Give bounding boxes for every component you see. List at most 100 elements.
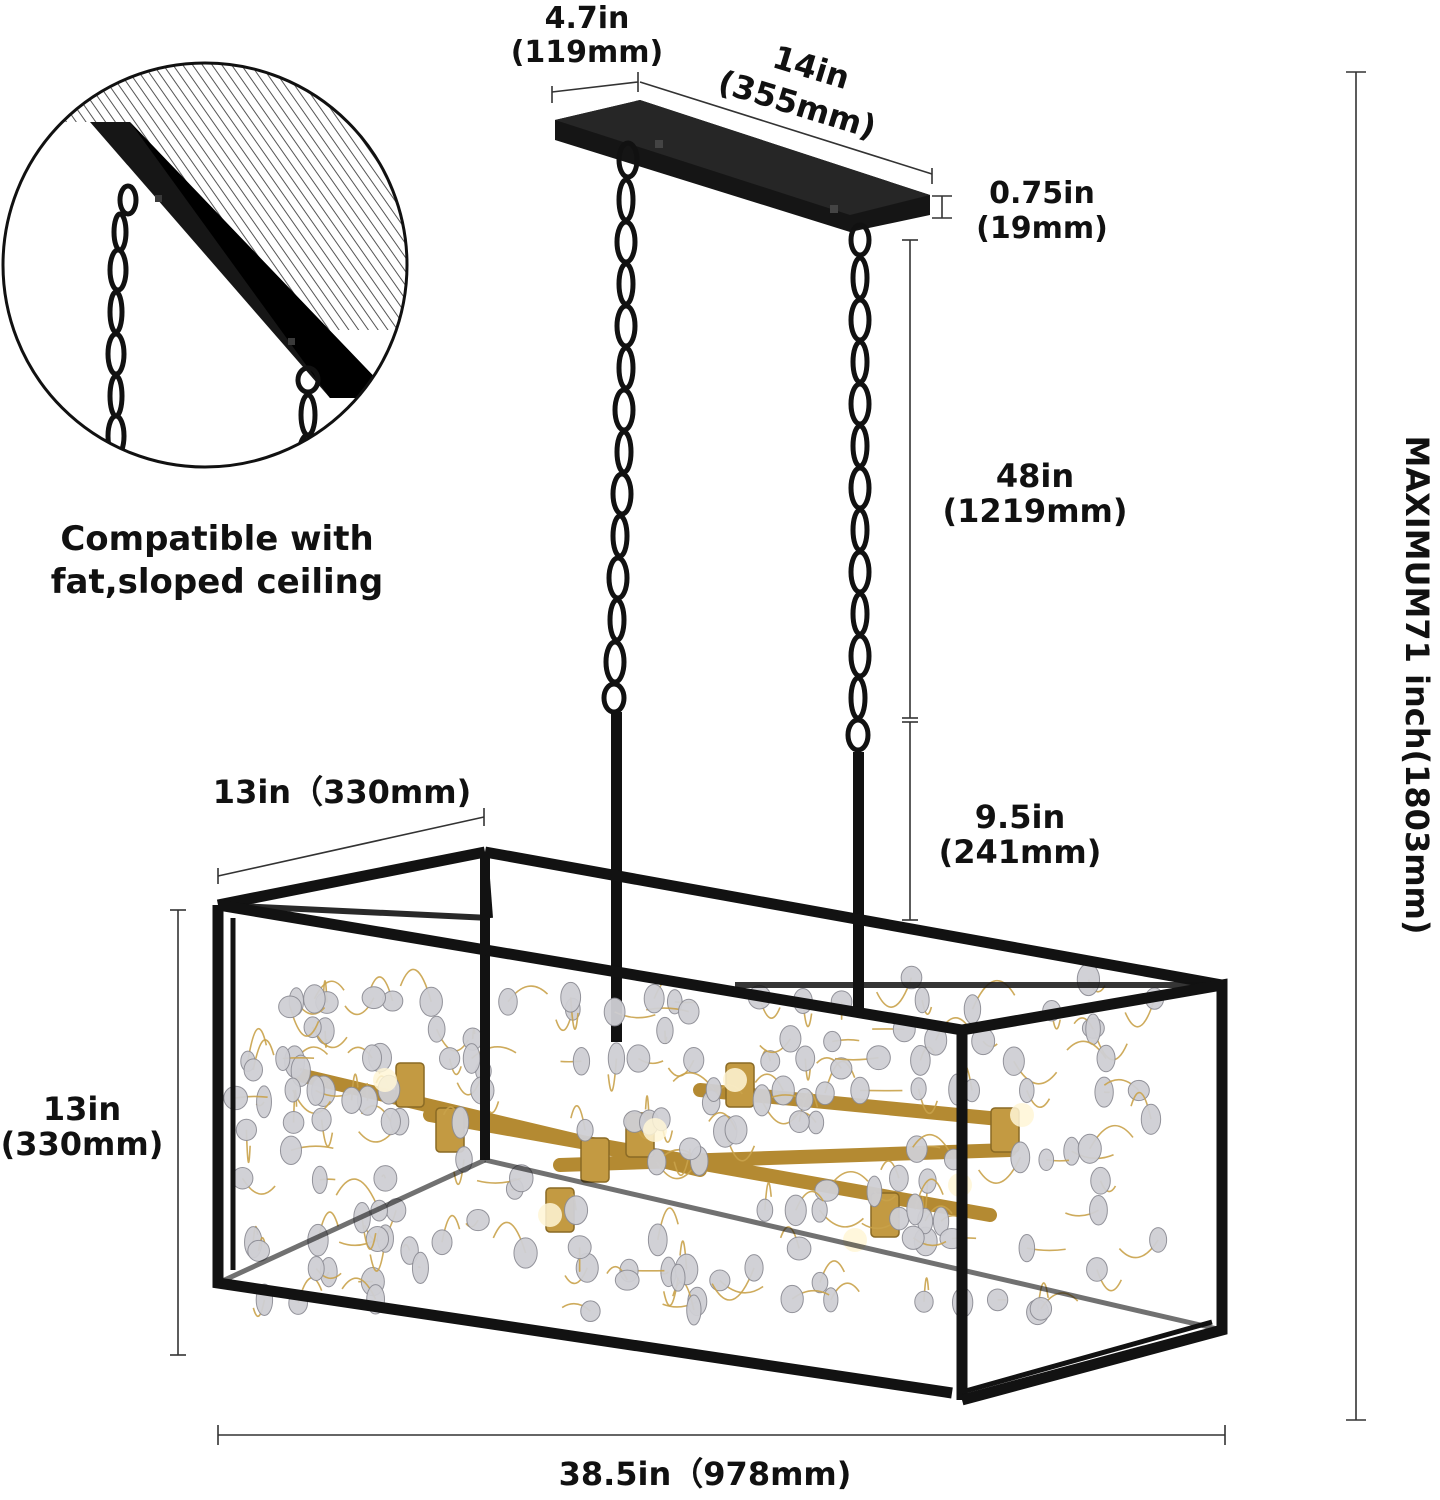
chain-length-mm-label: (1219mm) <box>943 492 1128 530</box>
crystal-drop <box>811 1271 829 1294</box>
candle-socket <box>580 1137 610 1183</box>
crystal-drop <box>678 998 700 1025</box>
crystal-drop <box>1094 1076 1114 1108</box>
crystal-drop <box>823 1030 842 1053</box>
crystal-drop <box>795 1087 814 1111</box>
light-bulb <box>373 1068 397 1092</box>
crystal-drop <box>1085 1013 1101 1046</box>
crystal-drop <box>303 984 326 1014</box>
light-bulb <box>643 1118 667 1142</box>
crystal-drop <box>560 981 582 1013</box>
crystal-drop <box>814 1179 840 1202</box>
crystal-drop <box>362 1044 383 1072</box>
light-bulb <box>723 1068 747 1092</box>
crystal-drop <box>889 1206 910 1231</box>
crystal-drop <box>284 1077 302 1103</box>
crystal-drop <box>807 1110 825 1135</box>
crystal-drop <box>771 1075 795 1106</box>
crystal-drop <box>380 1107 401 1136</box>
crystal-drop <box>1127 1079 1150 1102</box>
crystal-drop <box>311 1165 328 1194</box>
crystal-drop <box>1076 963 1101 997</box>
crystal-drop <box>678 1137 702 1161</box>
crystal-drop <box>786 1236 812 1261</box>
crystal-drop <box>914 986 930 1014</box>
crystal-drop <box>784 1194 807 1227</box>
crystal-drop <box>756 1198 774 1222</box>
crystal-drop <box>901 1225 925 1250</box>
crystal-drop <box>709 1269 731 1292</box>
crystal-drop <box>361 986 387 1010</box>
length-label: 38.5in（978mm) <box>559 1455 852 1493</box>
base-width-mm-label: (119mm) <box>511 35 664 70</box>
crystal-drop <box>365 1225 390 1253</box>
crystal-drop <box>788 1110 810 1134</box>
crystal-drop <box>431 1229 453 1256</box>
crystal-drop <box>513 1237 538 1269</box>
crystal-drop <box>626 1044 651 1073</box>
crystal-drop <box>303 1016 322 1039</box>
brass-branch <box>335 1178 380 1211</box>
height-mm-label: (330mm) <box>1 1125 164 1163</box>
rectangular-frame <box>212 846 1228 1406</box>
crystal-drop <box>647 1148 667 1176</box>
crystal-drop <box>235 1118 257 1141</box>
crystal-drop <box>311 1107 332 1132</box>
crystal-drop <box>341 1086 362 1114</box>
crystal-drop <box>780 1284 804 1314</box>
crystal-drop <box>910 1077 927 1101</box>
crystal-drop <box>752 1084 772 1117</box>
crystal-drop <box>1029 1296 1053 1321</box>
rod-length-mm-label: (241mm) <box>939 833 1102 871</box>
crystal-drop <box>724 1115 748 1145</box>
sloped-ceiling-inset <box>1 61 409 469</box>
crystal-drop <box>1038 1148 1055 1172</box>
crystal-drop <box>567 1235 592 1260</box>
crystal-drop <box>830 1057 853 1080</box>
crystal-drop <box>1019 1077 1035 1104</box>
crystal-drop <box>1002 1046 1025 1076</box>
crystal-drop <box>564 1195 589 1226</box>
crystal-drop <box>1086 1257 1108 1282</box>
crystal-drop <box>427 1015 446 1043</box>
crystal-drop <box>1090 1166 1111 1195</box>
crystal-drop <box>683 1047 705 1074</box>
crystal-drop <box>760 1050 781 1073</box>
crystal-drop <box>607 1042 626 1075</box>
crystal-drop <box>647 1223 668 1257</box>
base-width-inch-label: 4.7in <box>545 1 630 36</box>
crystal-drop <box>1077 1133 1102 1164</box>
crystal-drop <box>603 997 626 1027</box>
crystal-drop <box>1018 1234 1036 1263</box>
candle-socket <box>395 1062 425 1108</box>
crystal-drop <box>223 1085 249 1111</box>
chain-right <box>845 222 872 753</box>
crystal-drop <box>850 1076 870 1105</box>
crystal-drop <box>1096 1044 1116 1073</box>
crystal-drop <box>643 983 665 1014</box>
chain-length-inch-label: 48in <box>996 457 1074 495</box>
crystal-drop <box>906 1193 924 1226</box>
crystal-drop <box>795 1045 816 1072</box>
crystal-drop <box>466 1209 490 1232</box>
crystal-drop <box>670 1263 686 1292</box>
maximum-height-label: MAXIMUM71 inch(1803mm) <box>1398 435 1436 934</box>
crystal-drop <box>576 1118 594 1142</box>
crystal-drop <box>439 1047 461 1070</box>
crystal-drop <box>282 1111 305 1134</box>
crystal-drop <box>247 1239 270 1262</box>
depth-label: 13in（330mm) <box>213 773 471 811</box>
chain-left <box>601 140 640 715</box>
inset-caption-line2: fat,sloped ceiling <box>51 562 383 602</box>
downrod-right <box>853 752 864 1012</box>
brass-arm <box>553 1143 1017 1172</box>
crystal-drop <box>889 1164 909 1192</box>
crystal-drop <box>462 1043 481 1074</box>
crystal-drop <box>275 1045 291 1072</box>
crystal-drop <box>866 1175 883 1208</box>
crystal-drop <box>278 995 302 1019</box>
crystal-drop <box>910 1045 931 1076</box>
light-bulb <box>1010 1103 1034 1127</box>
crystal-drop <box>411 1251 429 1284</box>
